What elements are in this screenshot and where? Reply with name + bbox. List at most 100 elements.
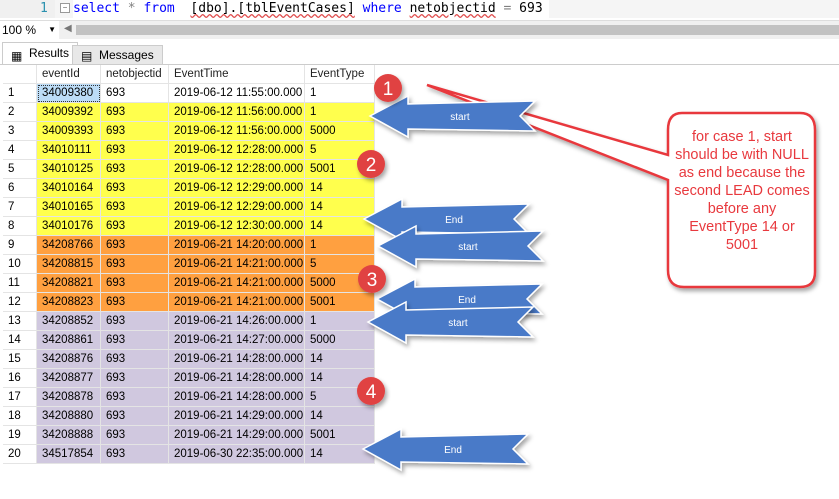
- column-header[interactable]: EventTime: [169, 65, 305, 84]
- row-number[interactable]: 20: [3, 445, 37, 464]
- cell-netobjectid[interactable]: 693: [101, 198, 169, 217]
- zoom-select[interactable]: 100 %▼: [0, 21, 59, 39]
- cell-netobjectid[interactable]: 693: [101, 369, 169, 388]
- cell-netobjectid[interactable]: 693: [101, 293, 169, 312]
- cell-eventid[interactable]: 34009392: [37, 103, 101, 122]
- cell-eventtype[interactable]: 14: [305, 198, 375, 217]
- column-header[interactable]: EventType: [305, 65, 375, 84]
- cell-eventtime[interactable]: 2019-06-21 14:29:00.000: [169, 407, 305, 426]
- cell-eventid[interactable]: 34208878: [37, 388, 101, 407]
- cell-netobjectid[interactable]: 693: [101, 426, 169, 445]
- cell-netobjectid[interactable]: 693: [101, 407, 169, 426]
- tab-messages[interactable]: ▤Messages: [72, 45, 163, 64]
- scrollbar-thumb[interactable]: [76, 25, 839, 35]
- row-number[interactable]: 13: [3, 312, 37, 331]
- cell-eventtype[interactable]: 14: [305, 217, 375, 236]
- row-number[interactable]: 10: [3, 255, 37, 274]
- row-number[interactable]: 19: [3, 426, 37, 445]
- cell-eventtype[interactable]: 5000: [305, 122, 375, 141]
- cell-netobjectid[interactable]: 693: [101, 274, 169, 293]
- row-number[interactable]: 15: [3, 350, 37, 369]
- cell-eventtime[interactable]: 2019-06-21 14:28:00.000: [169, 350, 305, 369]
- cell-eventtime[interactable]: 2019-06-21 14:26:00.000: [169, 312, 305, 331]
- row-number[interactable]: 17: [3, 388, 37, 407]
- cell-eventid[interactable]: 34208888: [37, 426, 101, 445]
- cell-eventtime[interactable]: 2019-06-30 22:35:00.000: [169, 445, 305, 464]
- cell-eventid[interactable]: 34009380: [37, 84, 101, 103]
- row-number[interactable]: 1: [3, 84, 37, 103]
- cell-eventtime[interactable]: 2019-06-12 11:56:00.000: [169, 122, 305, 141]
- cell-eventtype[interactable]: 14: [305, 350, 375, 369]
- cell-eventtime[interactable]: 2019-06-12 12:28:00.000: [169, 160, 305, 179]
- cell-eventtype[interactable]: 14: [305, 179, 375, 198]
- column-header[interactable]: netobjectid: [101, 65, 169, 84]
- cell-netobjectid[interactable]: 693: [101, 445, 169, 464]
- cell-eventid[interactable]: 34010176: [37, 217, 101, 236]
- cell-eventid[interactable]: 34009393: [37, 122, 101, 141]
- cell-netobjectid[interactable]: 693: [101, 141, 169, 160]
- cell-eventtype[interactable]: 5001: [305, 426, 375, 445]
- cell-eventtime[interactable]: 2019-06-12 12:29:00.000: [169, 179, 305, 198]
- tab-results[interactable]: ▦Results: [2, 42, 79, 64]
- cell-eventtype[interactable]: 5000: [305, 331, 375, 350]
- cell-eventid[interactable]: 34010164: [37, 179, 101, 198]
- cell-eventid[interactable]: 34208823: [37, 293, 101, 312]
- cell-eventtime[interactable]: 2019-06-21 14:28:00.000: [169, 369, 305, 388]
- cell-eventtime[interactable]: 2019-06-12 12:30:00.000: [169, 217, 305, 236]
- cell-eventid[interactable]: 34010165: [37, 198, 101, 217]
- cell-eventtime[interactable]: 2019-06-21 14:28:00.000: [169, 388, 305, 407]
- cell-eventtime[interactable]: 2019-06-21 14:21:00.000: [169, 293, 305, 312]
- cell-eventid[interactable]: 34208880: [37, 407, 101, 426]
- cell-eventtype[interactable]: 14: [305, 369, 375, 388]
- row-number[interactable]: 2: [3, 103, 37, 122]
- cell-eventtime[interactable]: 2019-06-12 11:55:00.000: [169, 84, 305, 103]
- cell-eventtype[interactable]: 1: [305, 84, 375, 103]
- row-number[interactable]: 14: [3, 331, 37, 350]
- row-number[interactable]: 9: [3, 236, 37, 255]
- collapse-icon[interactable]: −: [60, 3, 70, 13]
- cell-eventtype[interactable]: 5: [305, 255, 375, 274]
- query-text[interactable]: select * from [dbo].[tblEventCases] wher…: [73, 0, 549, 18]
- column-header[interactable]: eventId: [37, 65, 101, 84]
- cell-netobjectid[interactable]: 693: [101, 217, 169, 236]
- row-number[interactable]: 7: [3, 198, 37, 217]
- cell-eventid[interactable]: 34010125: [37, 160, 101, 179]
- cell-eventtype[interactable]: 5001: [305, 293, 375, 312]
- cell-eventid[interactable]: 34208821: [37, 274, 101, 293]
- cell-eventid[interactable]: 34208876: [37, 350, 101, 369]
- cell-netobjectid[interactable]: 693: [101, 388, 169, 407]
- cell-eventtype[interactable]: 1: [305, 103, 375, 122]
- row-number[interactable]: 5: [3, 160, 37, 179]
- cell-eventtime[interactable]: 2019-06-21 14:29:00.000: [169, 426, 305, 445]
- cell-eventid[interactable]: 34208877: [37, 369, 101, 388]
- cell-netobjectid[interactable]: 693: [101, 160, 169, 179]
- scroll-left-icon[interactable]: ◀: [64, 23, 72, 34]
- row-number[interactable]: 3: [3, 122, 37, 141]
- corner-cell[interactable]: [3, 65, 37, 84]
- cell-eventid[interactable]: 34208861: [37, 331, 101, 350]
- cell-netobjectid[interactable]: 693: [101, 179, 169, 198]
- cell-netobjectid[interactable]: 693: [101, 84, 169, 103]
- cell-eventtype[interactable]: 5000: [305, 274, 375, 293]
- row-number[interactable]: 8: [3, 217, 37, 236]
- cell-eventid[interactable]: 34208766: [37, 236, 101, 255]
- cell-netobjectid[interactable]: 693: [101, 350, 169, 369]
- row-number[interactable]: 4: [3, 141, 37, 160]
- cell-eventtime[interactable]: 2019-06-21 14:27:00.000: [169, 331, 305, 350]
- row-number[interactable]: 11: [3, 274, 37, 293]
- cell-eventtime[interactable]: 2019-06-21 14:20:00.000: [169, 236, 305, 255]
- cell-eventtime[interactable]: 2019-06-12 12:28:00.000: [169, 141, 305, 160]
